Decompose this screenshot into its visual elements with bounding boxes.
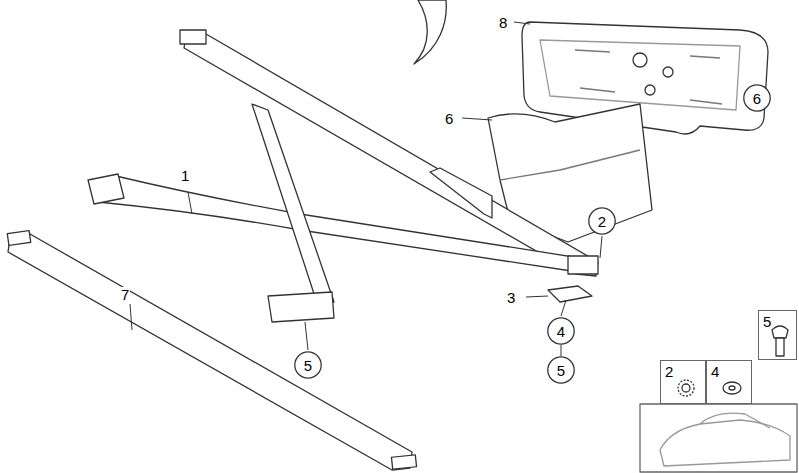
washer bbox=[723, 382, 741, 394]
plate-hole bbox=[645, 85, 655, 95]
callout-number: 2 bbox=[665, 364, 673, 379]
circle-outline bbox=[744, 85, 770, 111]
plate-recess bbox=[540, 40, 740, 110]
callout-number: 3 bbox=[506, 290, 516, 305]
shield-fold bbox=[500, 150, 640, 180]
plate-slots bbox=[575, 50, 722, 104]
circle-outline bbox=[548, 318, 574, 344]
callout-number: 5 bbox=[763, 314, 771, 329]
brace-arm bbox=[92, 176, 580, 272]
part-cell: 2 bbox=[660, 360, 706, 404]
leader-line bbox=[514, 22, 530, 24]
callout-circle: 5 bbox=[294, 351, 322, 379]
brace-foot bbox=[180, 30, 206, 44]
leader-line bbox=[130, 304, 132, 330]
callout-number: 1 bbox=[180, 168, 190, 183]
lower-strap bbox=[8, 234, 412, 470]
car-silhouette bbox=[660, 420, 790, 466]
brace-bracket bbox=[430, 168, 492, 218]
leader-line bbox=[561, 300, 566, 316]
underbody-plate bbox=[522, 22, 768, 134]
car-roof bbox=[700, 413, 770, 428]
leader-line bbox=[600, 236, 602, 258]
callout-number: 6 bbox=[444, 111, 454, 126]
lock-washer bbox=[678, 380, 694, 396]
plate-hole bbox=[633, 53, 647, 67]
part-cell: 5 bbox=[758, 310, 797, 360]
callout-number: 8 bbox=[498, 15, 508, 30]
lock-washer bbox=[682, 384, 690, 392]
strap-mount bbox=[391, 455, 416, 469]
callout-number: 4 bbox=[711, 364, 719, 379]
brace-arm bbox=[252, 104, 334, 306]
spacer-plate bbox=[548, 286, 592, 302]
strap-mount bbox=[7, 231, 30, 246]
callout-number: 5 bbox=[304, 358, 312, 373]
callout-number: 4 bbox=[557, 324, 565, 339]
callout-number: 7 bbox=[120, 287, 130, 302]
leader-line bbox=[188, 192, 192, 214]
part-cell: 4 bbox=[706, 360, 752, 404]
leader-line bbox=[462, 118, 492, 120]
callout-number: 6 bbox=[753, 91, 761, 106]
callout-circle: 4 bbox=[547, 317, 575, 345]
brace-foot bbox=[88, 174, 124, 204]
washer bbox=[729, 386, 735, 390]
leader-connector bbox=[561, 345, 562, 356]
leader-line bbox=[305, 322, 308, 350]
circle-outline bbox=[589, 208, 615, 234]
leader-line bbox=[526, 296, 548, 297]
callout-circle: 2 bbox=[588, 207, 616, 235]
plate-hole bbox=[663, 67, 673, 77]
callout-number: 2 bbox=[598, 214, 606, 229]
car-box bbox=[640, 404, 797, 472]
callout-circle: 6 bbox=[743, 84, 771, 112]
brace-foot bbox=[568, 256, 598, 274]
callout-number: 5 bbox=[557, 363, 565, 378]
curved-trim bbox=[414, 0, 446, 64]
callout-circle: 5 bbox=[547, 356, 575, 384]
circle-outline bbox=[295, 352, 321, 378]
brace-foot bbox=[268, 292, 334, 322]
bolt-shank bbox=[776, 338, 784, 356]
bolt-head bbox=[772, 326, 788, 338]
circle-outline bbox=[548, 357, 574, 383]
